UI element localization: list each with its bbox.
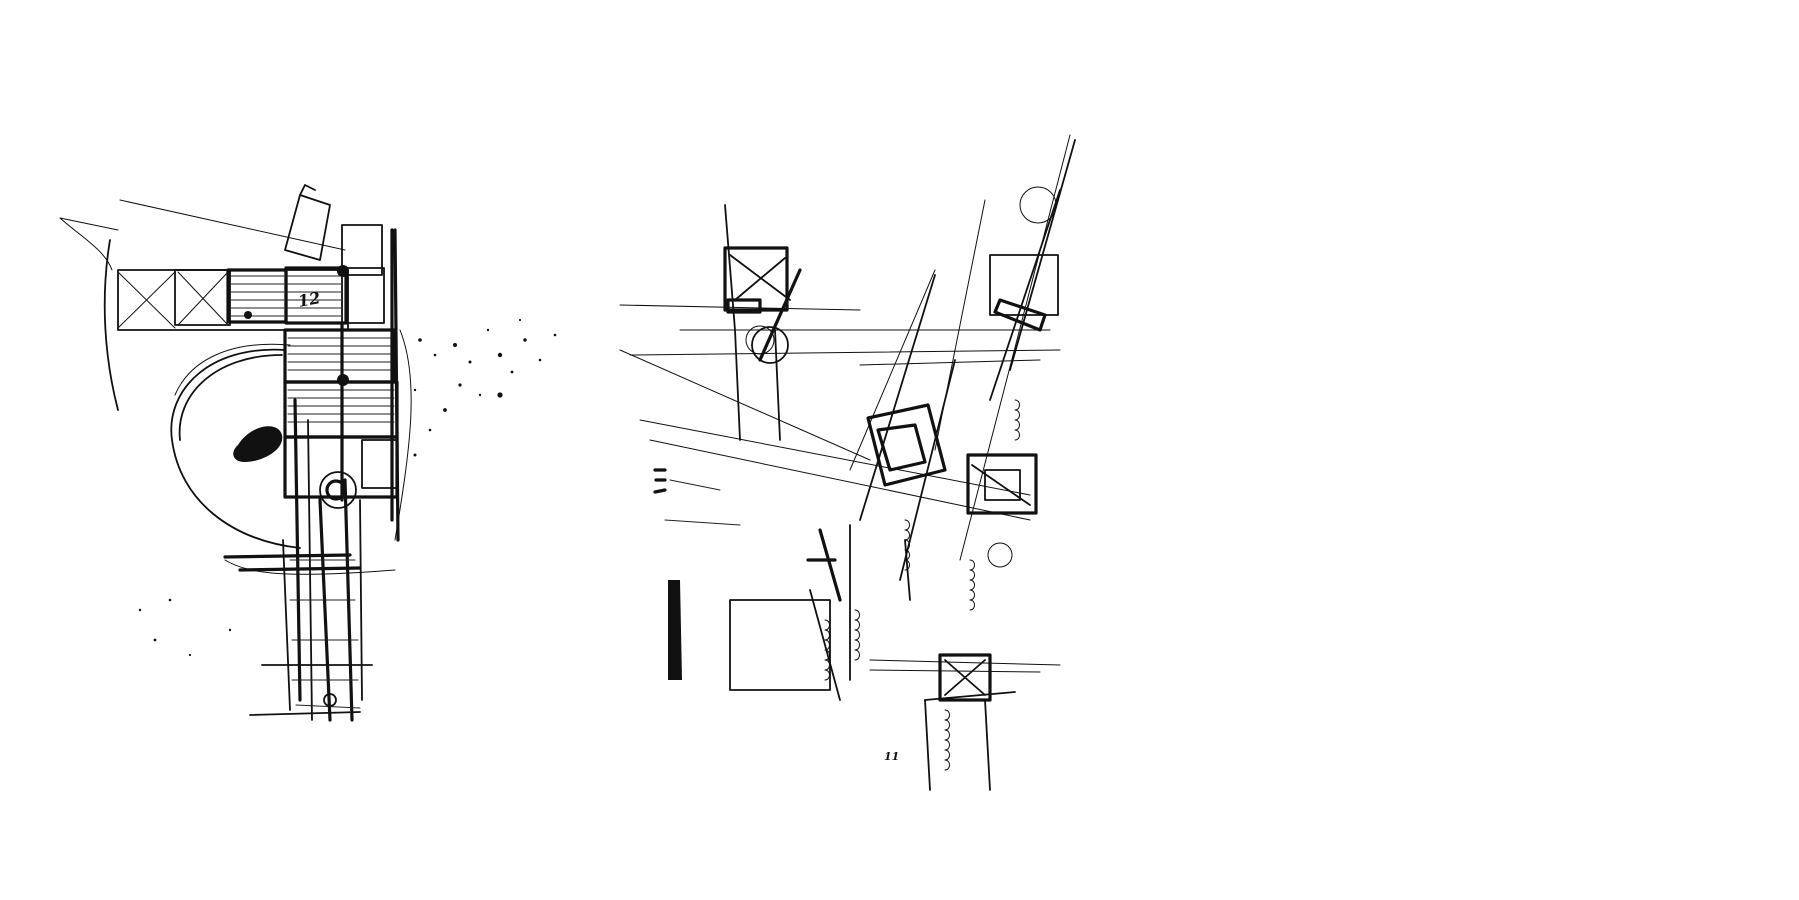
middle-sketch [619, 134, 1076, 791]
note-middle-11: 11 [884, 750, 900, 763]
left-sketch [59, 184, 557, 722]
note-left-12: 12 [296, 288, 322, 311]
